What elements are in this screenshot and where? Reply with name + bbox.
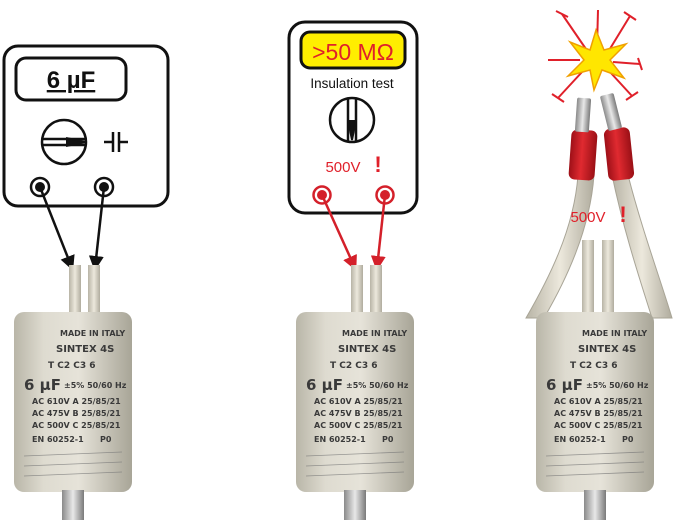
cap1-rating-c: AC 500V C 25/85/21 xyxy=(32,421,121,430)
panel-insulation-test: >50 MΩ Insulation test 500V ! xyxy=(289,22,417,268)
cap1-standard: EN 60252-1 xyxy=(32,435,84,444)
cap2-rating-b: AC 475V B 25/85/21 xyxy=(314,409,403,418)
cap3-model: SINTEX 4S xyxy=(578,344,636,355)
spark-icon xyxy=(548,10,642,102)
voltage-label-3: 500V xyxy=(570,209,605,226)
cap3-value: 6 µF xyxy=(546,376,583,394)
meter-reading-insulation: >50 MΩ xyxy=(312,39,394,65)
cap3-rating-a: AC 610V A 25/85/21 xyxy=(554,397,643,406)
cap3-tolerance: ±5% 50/60 Hz xyxy=(586,381,649,390)
dial-knob-2 xyxy=(330,98,374,142)
dial-knob-1 xyxy=(42,120,86,164)
cap2-tolerance: ±5% 50/60 Hz xyxy=(346,381,409,390)
cap1-rating-b: AC 475V B 25/85/21 xyxy=(32,409,121,418)
cap3-standard: EN 60252-1 xyxy=(554,435,606,444)
cap1-rating-a: AC 610V A 25/85/21 xyxy=(32,397,121,406)
cap2-rating-c: AC 500V C 25/85/21 xyxy=(314,421,403,430)
panel-capacitance-test: 6 µF xyxy=(4,46,168,268)
cap3-rating-b: AC 475V B 25/85/21 xyxy=(554,409,643,418)
cap1-class: P0 xyxy=(100,435,112,444)
meter-reading-capacitance: 6 µF xyxy=(47,67,96,94)
cap1-brand: MADE IN ITALY xyxy=(60,329,125,338)
cap3-brand: MADE IN ITALY xyxy=(582,329,647,338)
warning-mark-3: ! xyxy=(619,202,626,227)
cap2-model: SINTEX 4S xyxy=(338,344,396,355)
capacitor-2: MADE IN ITALY SINTEX 4S T C2 C3 6 6 µF ±… xyxy=(296,265,414,520)
cap1-model: SINTEX 4S xyxy=(56,344,114,355)
cap2-class: P0 xyxy=(382,435,394,444)
cap2-brand: MADE IN ITALY xyxy=(342,329,407,338)
cap3-class: P0 xyxy=(622,435,634,444)
cap2-standard: EN 60252-1 xyxy=(314,435,366,444)
cap2-value: 6 µF xyxy=(306,376,343,394)
cap1-tolerance: ±5% 50/60 Hz xyxy=(64,381,127,390)
warning-mark-2: ! xyxy=(374,152,381,177)
cap3-rating-c: AC 500V C 25/85/21 xyxy=(554,421,643,430)
cap3-code: T C2 C3 6 xyxy=(570,361,618,371)
cap1-code: T C2 C3 6 xyxy=(48,361,96,371)
panel-short-discharge: 500V ! xyxy=(526,10,672,318)
cap1-value: 6 µF xyxy=(24,376,61,394)
cap2-code: T C2 C3 6 xyxy=(330,361,378,371)
voltage-label-2: 500V xyxy=(325,159,360,176)
insulation-test-label: Insulation test xyxy=(310,76,394,91)
capacitor-1: MADE IN ITALY SINTEX 4S T C2 C3 6 6 µF ±… xyxy=(14,265,132,520)
cap2-rating-a: AC 610V A 25/85/21 xyxy=(314,397,403,406)
